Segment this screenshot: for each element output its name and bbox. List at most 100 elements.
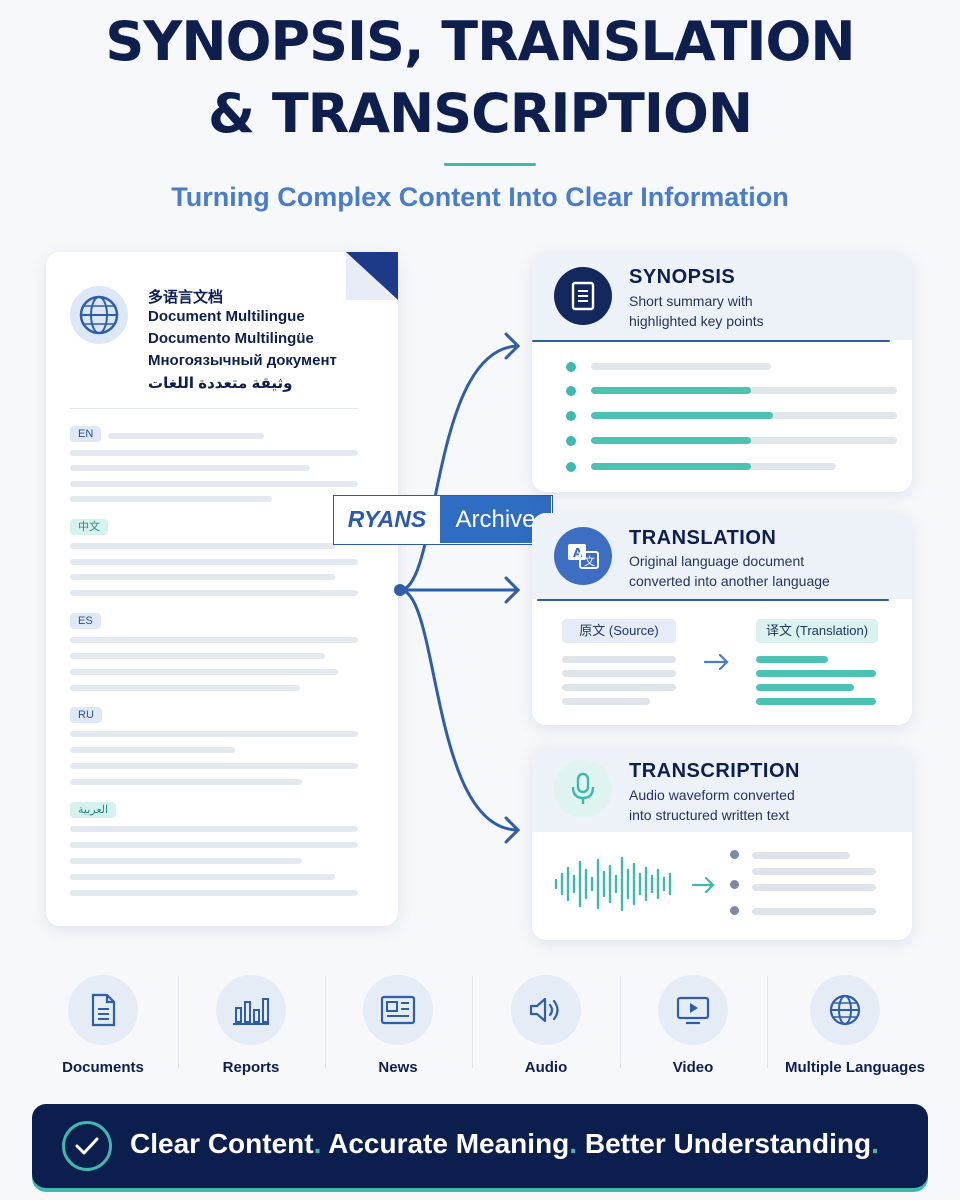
category-multiple-languages: Multiple Languages xyxy=(785,975,926,1076)
bar-chart-icon xyxy=(216,975,286,1045)
category-documents: Documents xyxy=(43,975,163,1076)
text-line xyxy=(70,496,272,502)
translation-title: TRANSLATION xyxy=(629,527,777,549)
category-audio: Audio xyxy=(486,975,606,1076)
title-line-2: & TRANSCRIPTION xyxy=(207,82,753,145)
ryans-archive-logo: RYANS Archive xyxy=(333,495,553,545)
text-line xyxy=(70,669,338,675)
bullet-dot xyxy=(566,362,576,372)
lang-tag-ru: RU xyxy=(70,707,102,723)
text-line xyxy=(70,685,300,691)
transcription-title: TRANSCRIPTION xyxy=(629,760,800,782)
transcript-line xyxy=(752,852,850,859)
document-separator xyxy=(70,408,358,409)
transcript-dot xyxy=(730,906,739,915)
speaker-icon xyxy=(511,975,581,1045)
doc-lang-spanish: Documento Multilingüe xyxy=(148,330,314,347)
document-list-icon xyxy=(554,267,612,325)
translation-line xyxy=(756,684,854,691)
svg-text:A: A xyxy=(573,546,583,560)
translation-rule xyxy=(537,599,889,601)
synopsis-rule xyxy=(532,340,890,342)
globe-icon xyxy=(70,286,128,344)
summary-bar xyxy=(591,363,771,370)
category-reports: Reports xyxy=(191,975,311,1076)
highlight-bar xyxy=(591,463,751,470)
bullet-dot xyxy=(566,436,576,446)
lang-tag-zh: 中文 xyxy=(70,519,108,535)
category-separator xyxy=(767,976,768,1068)
tagline-dot: . xyxy=(569,1128,578,1159)
category-separator xyxy=(472,976,473,1068)
text-line xyxy=(70,637,358,643)
transcript-line xyxy=(752,908,876,915)
category-label: News xyxy=(378,1059,418,1076)
category-separator xyxy=(620,976,621,1068)
category-video: Video xyxy=(633,975,753,1076)
synopsis-desc-1: Short summary with xyxy=(629,293,753,309)
text-line xyxy=(70,890,358,896)
bullet-dot xyxy=(566,386,576,396)
lang-tag-en: EN xyxy=(70,426,102,442)
category-label: Reports xyxy=(222,1059,280,1076)
translation-label: 译文 (Translation) xyxy=(756,619,878,643)
text-line xyxy=(70,450,358,456)
synopsis-card: SYNOPSIS Short summary with highlighted … xyxy=(532,252,912,492)
transcript-line xyxy=(752,868,876,875)
category-label: Documents xyxy=(62,1059,144,1076)
subtitle: Turning Complex Content Into Clear Infor… xyxy=(171,182,789,212)
text-line xyxy=(70,826,358,832)
text-line xyxy=(70,653,325,659)
tagline-part-1: Clear Content xyxy=(130,1128,314,1159)
text-line xyxy=(70,731,358,737)
bullet-dot xyxy=(566,411,576,421)
highlight-bar xyxy=(591,412,773,419)
document-corner xyxy=(346,252,398,300)
source-line xyxy=(562,670,676,677)
category-label: Video xyxy=(672,1059,714,1076)
doc-lang-french: Document Multilingue xyxy=(148,308,305,325)
transcription-card: TRANSCRIPTION Audio waveform converted i… xyxy=(532,746,912,940)
tagline-part-3: Better Understanding xyxy=(577,1128,872,1159)
doc-lang-russian: Многоязычный документ xyxy=(148,352,337,369)
doc-lang-arabic: وثيقة متعددة اللغات xyxy=(148,375,293,392)
category-label: Multiple Languages xyxy=(785,1059,926,1076)
highlight-bar xyxy=(591,387,751,394)
text-line xyxy=(70,543,335,549)
highlight-bar xyxy=(591,437,751,444)
audio-waveform-icon xyxy=(554,856,672,912)
synopsis-title: SYNOPSIS xyxy=(629,266,736,288)
newspaper-icon xyxy=(363,975,433,1045)
translation-line xyxy=(756,670,876,677)
tagline-text: Clear Content. Accurate Meaning. Better … xyxy=(130,1128,879,1160)
transcript-dot xyxy=(730,850,739,859)
text-line xyxy=(70,842,358,848)
document-icon xyxy=(68,975,138,1045)
transcription-desc-1: Audio waveform converted xyxy=(629,787,795,803)
text-line xyxy=(70,465,310,471)
video-icon xyxy=(658,975,728,1045)
checkmark-icon xyxy=(62,1121,112,1171)
bullet-dot xyxy=(566,462,576,472)
translation-desc-1: Original language document xyxy=(629,553,805,569)
source-line xyxy=(562,656,676,663)
category-separator xyxy=(325,976,326,1068)
text-line xyxy=(70,763,358,769)
transcript-line xyxy=(752,884,876,891)
text-line xyxy=(108,433,264,439)
translation-line xyxy=(756,656,828,663)
text-line xyxy=(70,574,335,580)
source-label: 原文 (Source) xyxy=(562,619,676,643)
transcribe-arrow-icon xyxy=(691,876,715,894)
title-line-1: SYNOPSIS, TRANSLATION xyxy=(105,10,855,73)
text-line xyxy=(70,874,335,880)
source-line xyxy=(562,684,676,691)
tagline-banner: Clear Content. Accurate Meaning. Better … xyxy=(32,1104,928,1188)
text-line xyxy=(70,747,235,753)
text-line xyxy=(70,858,302,864)
logo-brand: RYANS xyxy=(347,506,427,532)
microphone-icon xyxy=(554,760,612,818)
